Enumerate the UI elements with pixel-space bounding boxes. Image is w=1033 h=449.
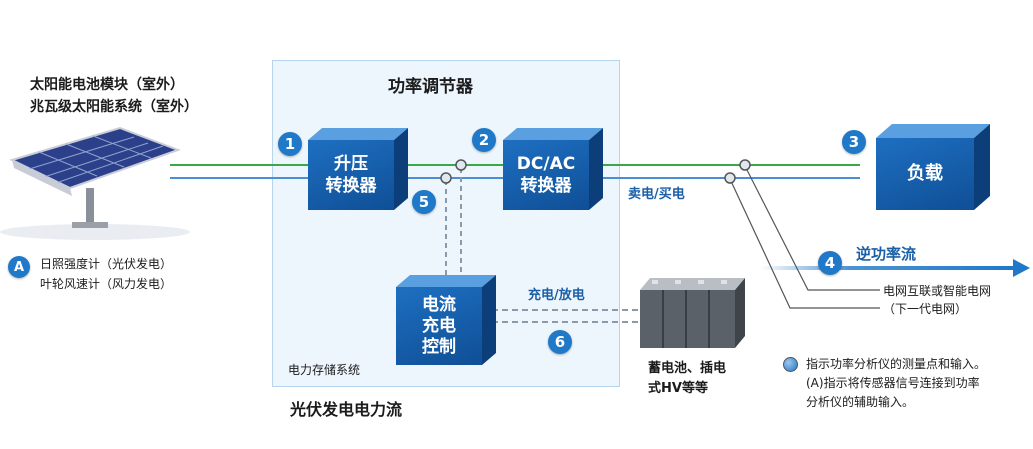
dcac-cube-faces bbox=[503, 128, 603, 210]
charge-cube-faces bbox=[396, 275, 496, 365]
measurement-point-legend-icon bbox=[783, 357, 798, 372]
charge-controller-line3: 控制 bbox=[422, 336, 456, 357]
point-6-badge: 6 bbox=[548, 330, 572, 354]
measure-node bbox=[739, 159, 751, 171]
sell-buy-label: 卖电/买电 bbox=[628, 187, 685, 202]
solar-panel-icon bbox=[9, 126, 181, 228]
measure-node bbox=[440, 172, 452, 184]
grid-branch-line-2 bbox=[729, 178, 880, 309]
reverse-power-flow-label: 逆功率流 bbox=[856, 245, 917, 263]
megawatt-system-label: 兆瓦级太阳能系统（室外） bbox=[30, 99, 198, 115]
legend-line3: 分析仪的辅助输入。 bbox=[806, 395, 915, 409]
grid-interconnect-label: 电网互联或智能电网 bbox=[883, 284, 992, 298]
point-2-badge: 2 bbox=[472, 128, 496, 152]
dcac-converter-line2: 转换器 bbox=[520, 176, 572, 196]
battery-icon bbox=[640, 278, 745, 348]
reverse-power-arrow-head bbox=[1013, 259, 1030, 277]
sensor-a-badge: A bbox=[8, 256, 30, 278]
storage-system-label: 电力存储系统 bbox=[288, 363, 361, 377]
charge-controller: 电流 充电 控制 bbox=[396, 287, 482, 365]
dcac-converter: DC/AC 转换器 bbox=[503, 140, 589, 210]
ground-shadow bbox=[0, 224, 190, 240]
dcac-converter-line1: DC/AC bbox=[516, 154, 576, 174]
point-4-badge: 4 bbox=[818, 251, 842, 275]
pv-power-flow-title: 光伏发电电力流 bbox=[290, 400, 403, 419]
boost-converter: 升压 转换器 bbox=[308, 140, 394, 210]
point-1-badge: 1 bbox=[278, 132, 302, 156]
legend-line1: 指示功率分析仪的测量点和输入。 bbox=[806, 357, 987, 371]
load-cube-faces bbox=[876, 124, 990, 210]
charge-discharge-label: 充电/放电 bbox=[528, 288, 585, 303]
anemometer-label: 叶轮风速计（风力发电） bbox=[40, 277, 173, 291]
boost-cube-faces bbox=[308, 128, 408, 210]
measure-node bbox=[724, 172, 736, 184]
charge-controller-line1: 电流 bbox=[422, 294, 456, 315]
irradiance-meter-label: 日照强度计（光伏发电） bbox=[40, 257, 173, 271]
solar-module-label: 太阳能电池模块（室外） bbox=[30, 77, 184, 93]
battery-label-line1: 蓄电池、插电 bbox=[648, 361, 727, 376]
battery-label-line2: 式HV等等 bbox=[648, 381, 708, 396]
legend-line2: (A)指示将传感器信号连接到功率 bbox=[806, 376, 980, 390]
load-label: 负载 bbox=[907, 163, 943, 184]
boost-converter-line2: 转换器 bbox=[325, 176, 377, 196]
reverse-power-arrow-shaft bbox=[760, 266, 1015, 270]
measure-node bbox=[455, 159, 467, 171]
grid-branch-line-1 bbox=[744, 165, 880, 291]
next-gen-grid-label: （下一代电网） bbox=[883, 302, 968, 316]
charge-controller-line2: 充电 bbox=[422, 315, 456, 336]
point-5-badge: 5 bbox=[412, 190, 436, 214]
point-3-badge: 3 bbox=[842, 130, 866, 154]
power-regulator-title: 功率调节器 bbox=[388, 77, 473, 97]
boost-converter-line1: 升压 bbox=[334, 154, 368, 174]
load-block: 负载 bbox=[876, 138, 974, 210]
